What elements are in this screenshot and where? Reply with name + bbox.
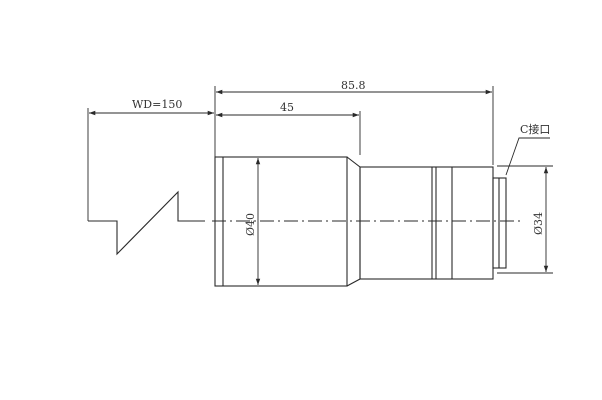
front-diameter-label: Ø40 [244, 213, 257, 236]
extension-lines [87, 86, 553, 274]
mount-diameter-label: Ø34 [532, 212, 545, 235]
taper-section [346, 156, 361, 287]
barrel-length-label: 45 [280, 101, 294, 114]
working-distance-label: WD=150 [132, 98, 182, 111]
rear-barrel [359, 166, 494, 280]
overall-length-label: 85.8 [341, 79, 366, 92]
front-barrel [214, 156, 348, 287]
dimension-lines [89, 89, 549, 285]
working-distance-break-line [88, 190, 205, 256]
lens-body [214, 156, 507, 287]
mount-label: C接口 [520, 123, 550, 136]
mount-leader-line [505, 137, 550, 176]
